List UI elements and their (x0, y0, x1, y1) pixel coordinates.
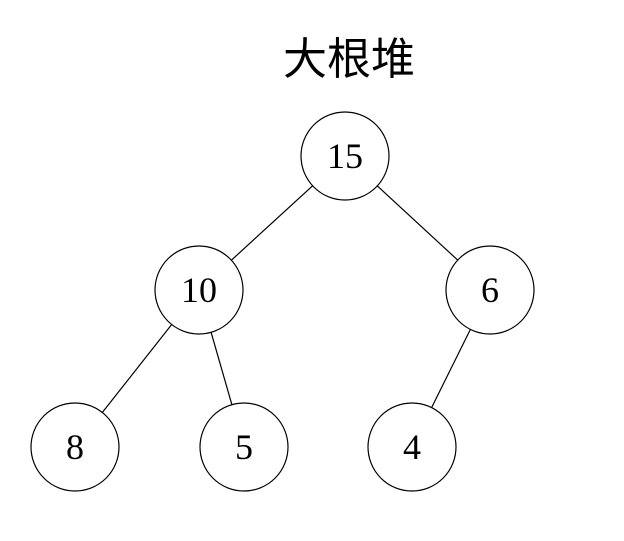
tree-node-5: 5 (199, 402, 289, 492)
node-circle (154, 245, 244, 335)
tree-node-8: 8 (30, 402, 120, 492)
diagram-title: 大根堆 (283, 34, 415, 85)
tree-edges (101, 185, 471, 413)
tree-edge (376, 185, 459, 261)
node-circle (367, 402, 457, 492)
tree-node-15: 15 (300, 111, 390, 201)
tree-edge (230, 185, 314, 261)
node-circle (300, 111, 390, 201)
node-circle (445, 245, 535, 335)
node-label: 8 (66, 427, 84, 467)
node-label: 5 (235, 427, 253, 467)
tree-node-6: 6 (445, 245, 535, 335)
node-label: 4 (403, 427, 421, 467)
tree-nodes: 15 10 6 8 5 4 (30, 111, 535, 492)
tree-node-10: 10 (154, 245, 244, 335)
node-label: 10 (181, 270, 217, 310)
node-label: 6 (481, 270, 499, 310)
tree-edge (210, 332, 233, 405)
node-label: 15 (327, 136, 363, 176)
tree-node-4: 4 (367, 402, 457, 492)
tree-edge (101, 324, 173, 413)
node-circle (30, 402, 120, 492)
node-circle (199, 402, 289, 492)
tree-edge (431, 329, 471, 408)
